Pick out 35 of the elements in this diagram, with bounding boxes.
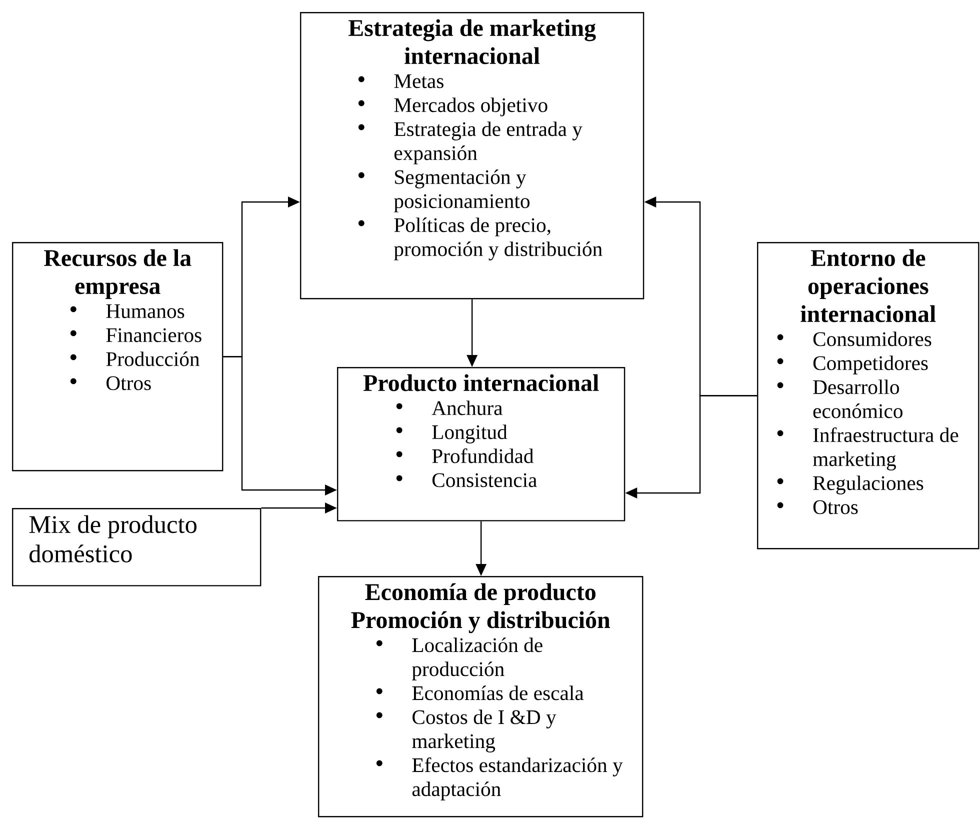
heading: Economía de producto Promoción y distribución <box>351 583 610 634</box>
bullet-item: Segmentación y posicionamiento <box>394 170 530 212</box>
bullet-item: Profundidad <box>432 448 534 464</box>
bullet-item: Infraestructura de marketing <box>812 427 958 470</box>
process-box <box>757 242 980 550</box>
process-box <box>12 242 224 472</box>
bullet-item: Otros <box>106 376 151 390</box>
box-text: Mix de producto doméstico <box>29 515 196 562</box>
process-box <box>318 576 644 818</box>
bullet-item: Regulaciones <box>813 476 924 494</box>
bullet-item: Otros <box>813 500 858 514</box>
bullet-item: Efectos estandarización y adaptación <box>412 757 623 800</box>
bullet-item: Consumidores <box>813 332 932 346</box>
bullet-item: Localización de producción <box>412 638 542 680</box>
bullet-item: Anchura <box>432 400 502 416</box>
process-box <box>12 508 262 586</box>
process-box <box>337 367 626 522</box>
heading: Entorno de operaciones internacional <box>800 249 936 322</box>
bullet-item: Longitud <box>432 424 508 444</box>
bullet-item: Metas <box>394 74 444 88</box>
heading: Estrategia de marketing internacional <box>348 19 596 64</box>
bullet-item: Mercados objetivo <box>394 98 548 116</box>
heading: Producto internacional <box>363 374 599 392</box>
bullet-item: Políticas de precio, promoción y distribución <box>394 218 602 260</box>
bullet-item: Estrategia de entrada y expansión <box>394 122 582 164</box>
bullet-item: Producción <box>106 352 200 366</box>
bullet-item: Costos de I &D y marketing <box>412 710 556 752</box>
bullet-item: Competidores <box>813 356 928 374</box>
process-box <box>300 12 644 300</box>
bullet-item: Humanos <box>106 304 184 318</box>
bullet-item: Consistencia <box>432 473 537 488</box>
bullet-item: Economías de escala <box>412 686 584 700</box>
heading: Recursos de la empresa <box>44 249 192 300</box>
bullet-item: Financieros <box>106 328 202 342</box>
bullet-item: Desarrollo económico <box>813 380 902 418</box>
